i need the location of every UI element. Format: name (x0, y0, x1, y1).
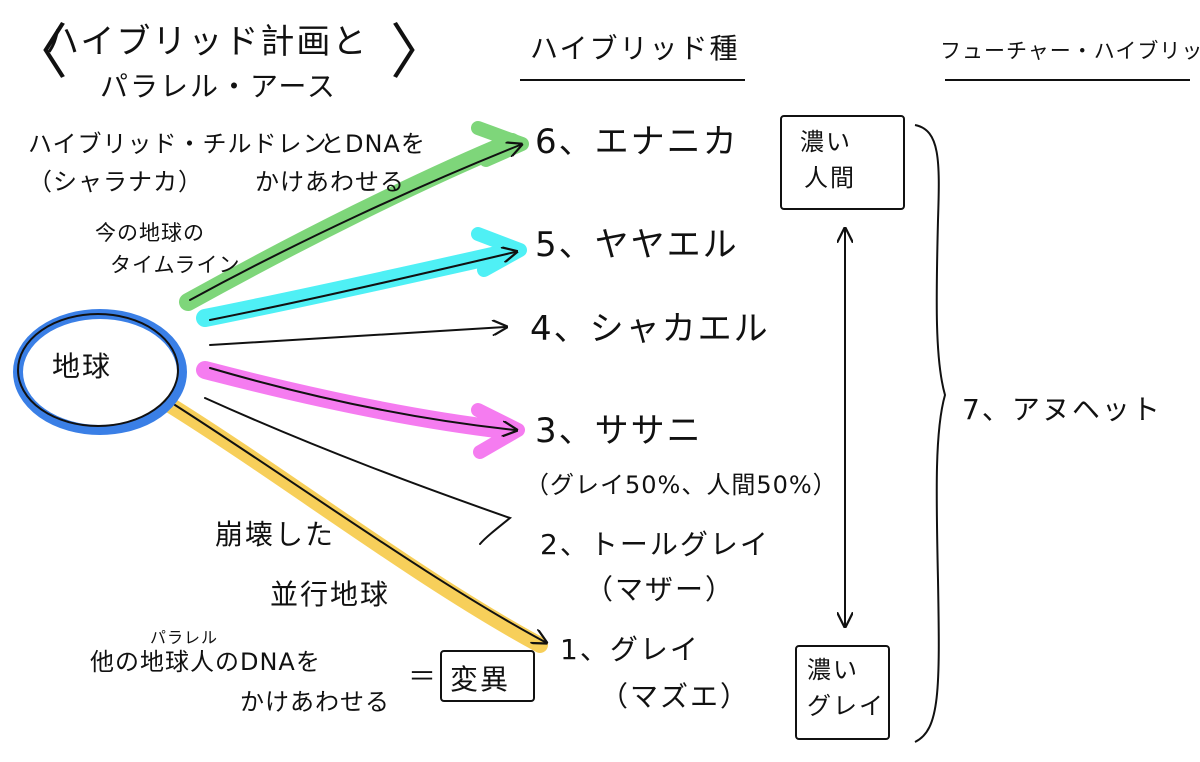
title-line-1: ハイブリッド計画と (45, 22, 369, 62)
title-bracket-left: 〈 (8, 18, 70, 88)
box-dense-human-line1: 濃い (800, 128, 852, 156)
yellow-highlight (162, 397, 548, 653)
title-line-2: パラレル・アース (100, 70, 337, 103)
species-1-note: （マズエ） (600, 680, 751, 713)
note-mix-together-2: かけあわせる (240, 688, 390, 716)
note-shalanaka: （シャラナカ） (28, 168, 203, 196)
earth-circle (13, 309, 187, 435)
earth-label: 地球 (52, 350, 113, 383)
cyan-highlight (196, 243, 519, 327)
note-parallel-earth: 並行地球 (270, 578, 391, 611)
species-3: 3、ササニ (535, 411, 703, 451)
note-mix-together: かけあわせる (255, 168, 405, 196)
note-hybrid-children: ハイブリッド・チルドレン (28, 130, 328, 158)
earth-ink-ring (17, 313, 179, 427)
note-dna-mix: とDNAを (320, 130, 426, 158)
species-2: 2、トールグレイ (540, 528, 770, 561)
arrow-to-2 (204, 397, 513, 545)
box-dense-human-line2: 人間 (804, 164, 856, 192)
arrow-to-4 (209, 327, 505, 346)
equals-sign: ＝ (408, 660, 439, 693)
box-dense-grey: 濃い グレイ (795, 645, 890, 740)
note-current-earth: 今の地球の (95, 221, 205, 245)
green-highlight (179, 133, 521, 311)
note-timeline: タイムライン (110, 253, 241, 277)
arrow-to-3 (209, 367, 515, 430)
species-4: 4、シャカエル (530, 309, 770, 349)
ink-arrows (174, 145, 845, 642)
grouping-brace (914, 124, 947, 743)
arrow-to-6 (189, 145, 520, 301)
highlight-strokes (162, 121, 548, 653)
note-parallel-small: パラレル (150, 628, 219, 647)
box-dense-grey-line1: 濃い (807, 656, 859, 684)
note-collapsed: 崩壊した (215, 518, 336, 551)
species-1: 1、グレイ (560, 633, 700, 666)
mutation-box: 変異 (440, 650, 535, 702)
header-future-hybrid: フューチャー・ハイブリッド (940, 39, 1200, 63)
box-dense-human: 濃い 人間 (780, 115, 905, 210)
arrow-to-1 (174, 404, 545, 642)
arrow-to-5 (209, 252, 515, 321)
species-5: 5、ヤヤエル (535, 225, 739, 265)
box-dense-grey-line2: グレイ (807, 692, 885, 720)
species-6: 6、エナニカ (535, 122, 739, 162)
species-2-note: （マザー） (585, 573, 736, 606)
cyan-highlight-head (471, 227, 527, 277)
title-bracket-right: 〉 (390, 18, 452, 88)
species-3-note: （グレイ50%、人間50%） (525, 471, 838, 499)
future-anuhet: 7、アヌヘット (962, 393, 1162, 426)
header-hybrid-species: ハイブリッド種 (530, 32, 740, 65)
mutation-label: 変異 (450, 663, 511, 696)
note-other-earth-dna: 他の地球人のDNAを (90, 648, 321, 676)
